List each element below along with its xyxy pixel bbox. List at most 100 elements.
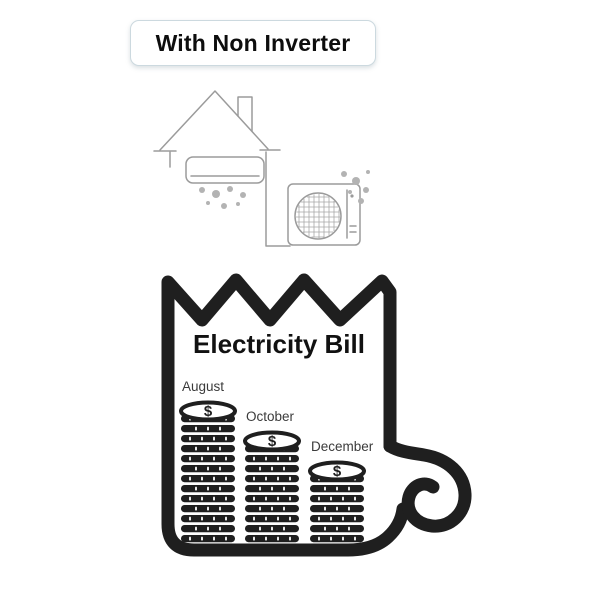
outdoor-unit-icon [287,183,361,246]
coin-edge-tick [265,496,267,501]
coin [245,515,299,523]
coin-edge-tick [265,536,267,541]
coin-edge-tick [253,536,255,541]
coin-edge-tick [324,506,326,511]
coin-edge-tick [225,436,227,441]
coin-edge-tick [225,536,227,541]
coin-edge-tick [277,456,279,461]
currency-symbol: $ [333,463,342,480]
coin-edge-tick [195,446,197,451]
coin-edge-tick [277,476,279,481]
coin-edge-tick [354,536,356,541]
coin [181,475,235,483]
coin-edge-tick [289,496,291,501]
coin-edge-tick [207,426,209,431]
coin [310,535,364,543]
coin [310,515,364,523]
coin-edge-tick [189,536,191,541]
coin-edge-tick [195,526,197,531]
coin [181,455,235,463]
coin-edge-tick [289,456,291,461]
coin-edge-tick [330,496,332,501]
coin-edge-tick [277,516,279,521]
coin-edge-tick [195,466,197,471]
roof-outline [159,90,269,151]
coin-edge-tick [336,486,338,491]
coin-edge-tick [189,516,191,521]
coin-edge-tick [201,476,203,481]
coin-edge-tick [324,526,326,531]
coin-edge-tick [348,506,350,511]
month-label: December [311,439,374,454]
coin-edge-tick [265,456,267,461]
chimney [237,96,253,132]
currency-symbol: $ [204,403,213,420]
coin-edge-tick [253,496,255,501]
title-badge: With Non Inverter [130,20,376,66]
coin [181,535,235,543]
currency-symbol: $ [268,433,277,450]
coin-edge-tick [283,526,285,531]
coin-edge-tick [342,536,344,541]
coin-edge-tick [219,466,221,471]
coin-edge-tick [289,476,291,481]
coin-edge-tick [225,496,227,501]
coin-edge-tick [271,466,273,471]
coin-edge-tick [201,436,203,441]
coin-edge-tick [213,456,215,461]
coin-edge-tick [330,516,332,521]
coin-edge-tick [207,506,209,511]
coin-edge-tick [283,506,285,511]
coin-edge-tick [213,496,215,501]
coin [181,515,235,523]
coin-edge-tick [201,456,203,461]
coin-edge-tick [207,446,209,451]
coin [245,455,299,463]
bill-outline [161,273,410,557]
coin-edge-tick [283,486,285,491]
coin-edge-tick [348,486,350,491]
coin-edge-tick [318,536,320,541]
indoor-unit-body [185,156,265,184]
coin-edge-tick [225,456,227,461]
coin-edge-tick [219,446,221,451]
top-coin-face [179,400,237,422]
coin [245,535,299,543]
coin-edge-tick [342,496,344,501]
coin-edge-tick [259,466,261,471]
coin-edge-tick [253,516,255,521]
coin-edge-tick [283,466,285,471]
coin-edge-tick [265,476,267,481]
coin-stacks-chart: August$October$December$ [179,379,374,543]
outdoor-unit-knob [350,194,354,198]
coin-edge-tick [219,426,221,431]
coin-edge-tick [207,486,209,491]
coin-edge-tick [213,436,215,441]
fan-grill-grid [296,194,340,238]
coin-edge-tick [259,526,261,531]
coin-edge-tick [336,526,338,531]
coin-edge-tick [201,536,203,541]
fan-circle [294,192,342,240]
outdoor-unit-body [287,183,361,246]
coin-edge-tick [324,486,326,491]
coin-edge-tick [225,516,227,521]
coin-edge-tick [348,526,350,531]
coin-edge-tick [207,466,209,471]
coin-edge-tick [253,476,255,481]
coin-edge-tick [195,486,197,491]
house-illustration [153,90,370,247]
top-coin-face [243,430,301,452]
coin-edge-tick [201,516,203,521]
coin-edge-tick [189,436,191,441]
coin-edge-tick [195,426,197,431]
coin-edge-tick [265,516,267,521]
coin-edge-tick [219,486,221,491]
coin-edge-tick [354,496,356,501]
top-coin-face [308,460,366,482]
coin-edge-tick [336,506,338,511]
coin-stack-august: August$ [179,379,237,543]
coin [245,475,299,483]
